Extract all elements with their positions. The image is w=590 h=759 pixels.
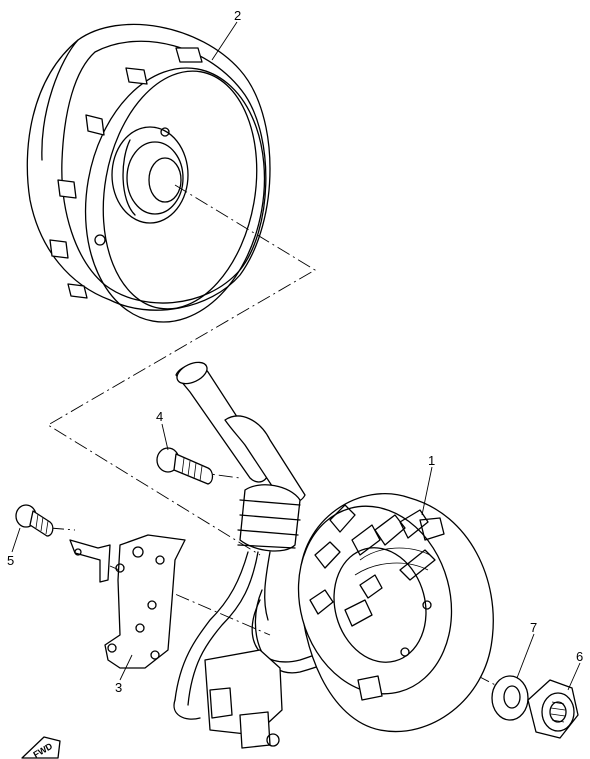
callout-2: 2 [234, 8, 241, 23]
wire-harness [173, 361, 381, 749]
callout-5: 5 [7, 553, 14, 568]
rotor-flywheel [26, 23, 271, 323]
callout-6: 6 [576, 649, 583, 664]
nut-6 [527, 679, 579, 739]
bolt-5 [15, 504, 54, 537]
fwd-mark: FWD [21, 736, 61, 759]
callout-3: 3 [115, 680, 122, 695]
callout-1: 1 [428, 453, 435, 468]
washer-7 [491, 675, 529, 721]
bolt-4 [156, 447, 214, 485]
stator-assembly [297, 493, 494, 733]
callout-4: 4 [156, 409, 163, 424]
callout-7: 7 [530, 620, 537, 635]
callout-numbers: 2 4 1 5 3 7 6 [7, 8, 583, 695]
clamp-bracket-3 [69, 534, 186, 669]
callout-leaders [11, 21, 581, 691]
